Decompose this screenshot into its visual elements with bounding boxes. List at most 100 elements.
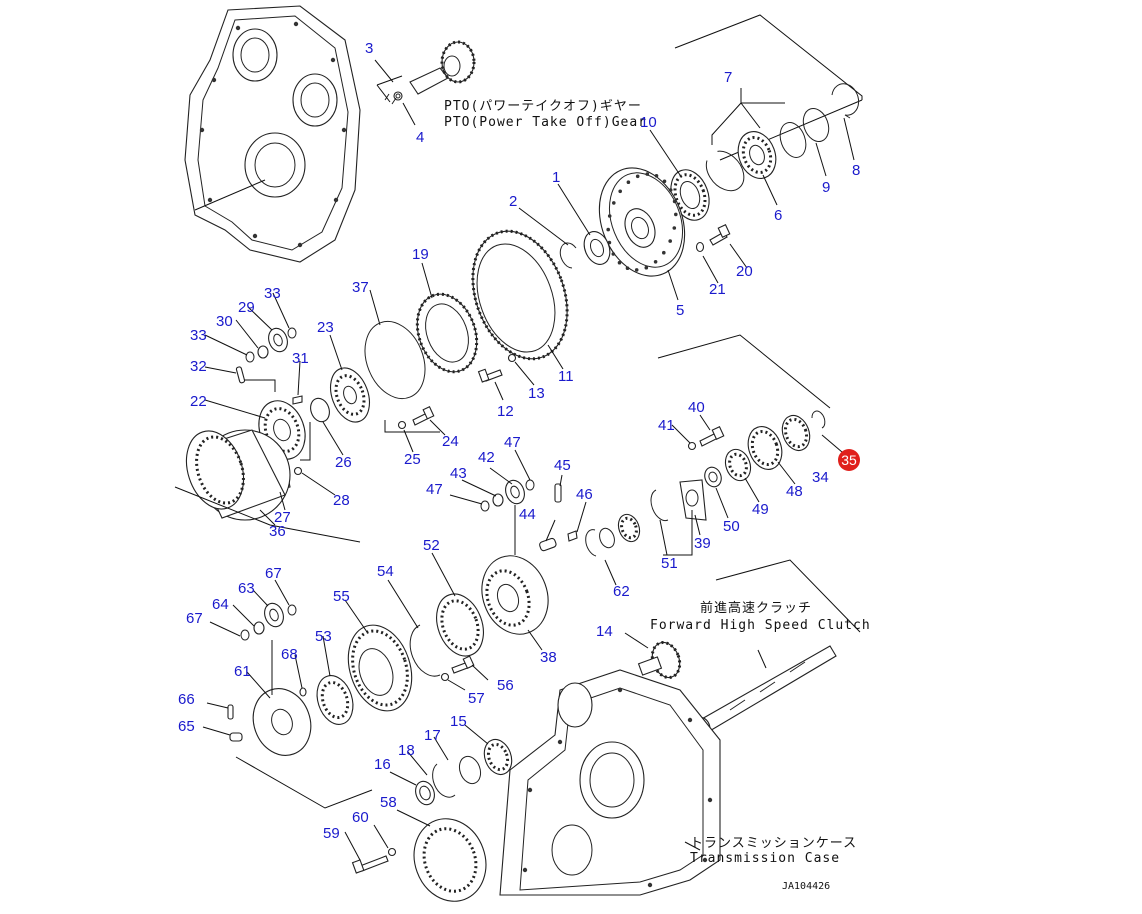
part-label-26[interactable]: 26 xyxy=(335,454,352,471)
carrier-bolt-hole xyxy=(617,260,622,265)
part-label-49[interactable]: 49 xyxy=(752,501,769,518)
part-label-14[interactable]: 14 xyxy=(596,623,613,640)
part-label-7[interactable]: 7 xyxy=(724,69,732,86)
carrier-bolt-hole xyxy=(625,266,630,271)
part-label-62[interactable]: 62 xyxy=(613,583,630,600)
caption-case-en: Transmission Case xyxy=(690,851,840,866)
part-label-59[interactable]: 59 xyxy=(323,825,340,842)
part-36-drum xyxy=(185,429,291,521)
part-label-2[interactable]: 2 xyxy=(509,193,517,210)
part-label-29[interactable]: 29 xyxy=(238,299,255,316)
part-label-10[interactable]: 10 xyxy=(640,114,657,131)
part-label-57[interactable]: 57 xyxy=(468,690,485,707)
part-label-58[interactable]: 58 xyxy=(380,794,397,811)
part-label-18[interactable]: 18 xyxy=(398,742,415,759)
part-label-3[interactable]: 3 xyxy=(365,40,373,57)
part-label-55[interactable]: 55 xyxy=(333,588,350,605)
part-55-piston xyxy=(347,624,413,712)
part-19-gear xyxy=(415,292,479,374)
part-label-32[interactable]: 32 xyxy=(190,358,207,375)
carrier-bolt-hole xyxy=(611,252,616,256)
part-label-28[interactable]: 28 xyxy=(333,492,350,509)
carrier-bolt-hole xyxy=(668,188,673,192)
caption-pto-en: PTO(Power Take Off)Gear xyxy=(444,115,647,130)
part-label-56[interactable]: 56 xyxy=(497,677,514,694)
part-14-gear xyxy=(637,641,682,679)
part-label-53[interactable]: 53 xyxy=(315,628,332,645)
carrier-bolt-hole xyxy=(612,201,616,205)
carrier-bolt-hole xyxy=(654,174,659,178)
part-label-47b[interactable]: 47 xyxy=(504,434,521,451)
part-label-24[interactable]: 24 xyxy=(442,433,459,450)
part-label-41[interactable]: 41 xyxy=(658,417,675,434)
part-label-37[interactable]: 37 xyxy=(352,279,369,296)
part-label-50[interactable]: 50 xyxy=(723,518,740,535)
part-badge-35[interactable]: 35 xyxy=(838,449,860,471)
part-34-gear xyxy=(781,414,811,452)
part-label-22[interactable]: 22 xyxy=(190,393,207,410)
part-label-67a[interactable]: 67 xyxy=(186,610,203,627)
part-label-68[interactable]: 68 xyxy=(281,646,298,663)
part-label-19[interactable]: 19 xyxy=(412,246,429,263)
part-label-45[interactable]: 45 xyxy=(554,457,571,474)
caption-fwd-en: Forward High Speed Clutch xyxy=(650,618,871,633)
carrier-bolt-hole xyxy=(674,212,678,217)
part-label-25[interactable]: 25 xyxy=(404,451,421,468)
part-label-52[interactable]: 52 xyxy=(423,537,440,554)
part-label-9[interactable]: 9 xyxy=(822,179,830,196)
part-label-5[interactable]: 5 xyxy=(676,302,684,319)
part-label-16[interactable]: 16 xyxy=(374,756,391,773)
carrier-bolt-hole xyxy=(635,174,640,179)
carrier-bolt-hole xyxy=(634,268,639,272)
carrier-bolt-hole xyxy=(607,214,612,218)
part-label-54[interactable]: 54 xyxy=(377,563,394,580)
output-shaft xyxy=(697,645,837,733)
part-label-17[interactable]: 17 xyxy=(424,727,441,744)
part-label-20[interactable]: 20 xyxy=(736,263,753,280)
part-label-13[interactable]: 13 xyxy=(528,385,545,402)
part-label-40[interactable]: 40 xyxy=(688,399,705,416)
part-label-64[interactable]: 64 xyxy=(212,596,229,613)
part-label-33a[interactable]: 33 xyxy=(190,327,207,344)
part-label-36[interactable]: 36 xyxy=(269,523,286,540)
part-label-35[interactable]: 35 xyxy=(841,452,857,468)
part-label-42[interactable]: 42 xyxy=(478,449,495,466)
part-label-39[interactable]: 39 xyxy=(694,535,711,552)
part-label-48[interactable]: 48 xyxy=(786,483,803,500)
part-label-11[interactable]: 11 xyxy=(558,368,574,385)
part-label-30[interactable]: 30 xyxy=(216,313,233,330)
carrier-bolt-hole xyxy=(668,239,672,243)
part-label-44[interactable]: 44 xyxy=(519,506,536,523)
carrier-bolt-hole xyxy=(626,180,631,184)
part-label-43[interactable]: 43 xyxy=(450,465,467,482)
part-label-1[interactable]: 1 xyxy=(552,169,560,186)
drawing-code: JA104426 xyxy=(782,881,830,892)
carrier-bolt-hole xyxy=(653,260,658,264)
part-label-47a[interactable]: 47 xyxy=(426,481,443,498)
part-1-bearing xyxy=(583,231,611,265)
part-label-4[interactable]: 4 xyxy=(416,129,424,146)
part-label-12[interactable]: 12 xyxy=(497,403,514,420)
part-label-15[interactable]: 15 xyxy=(450,713,467,730)
part-label-46[interactable]: 46 xyxy=(576,486,593,503)
part-label-33b[interactable]: 33 xyxy=(264,285,281,302)
part-label-38[interactable]: 38 xyxy=(540,649,557,666)
part-label-60[interactable]: 60 xyxy=(352,809,369,826)
part-label-34[interactable]: 34 xyxy=(812,469,829,486)
part-label-6[interactable]: 6 xyxy=(774,207,782,224)
part-label-61[interactable]: 61 xyxy=(234,663,251,680)
carrier-bolt-hole xyxy=(618,189,622,194)
part-label-63[interactable]: 63 xyxy=(238,580,255,597)
part-label-67b[interactable]: 67 xyxy=(265,565,282,582)
part-label-23[interactable]: 23 xyxy=(317,319,334,336)
part-label-51[interactable]: 51 xyxy=(661,555,678,572)
part-label-31[interactable]: 31 xyxy=(292,350,309,367)
carrier-bolt-hole xyxy=(644,265,649,270)
part-label-27[interactable]: 27 xyxy=(274,509,291,526)
part-label-65[interactable]: 65 xyxy=(178,718,195,735)
part-label-21[interactable]: 21 xyxy=(709,281,726,298)
part-label-8[interactable]: 8 xyxy=(852,162,860,179)
part-label-66[interactable]: 66 xyxy=(178,691,195,708)
